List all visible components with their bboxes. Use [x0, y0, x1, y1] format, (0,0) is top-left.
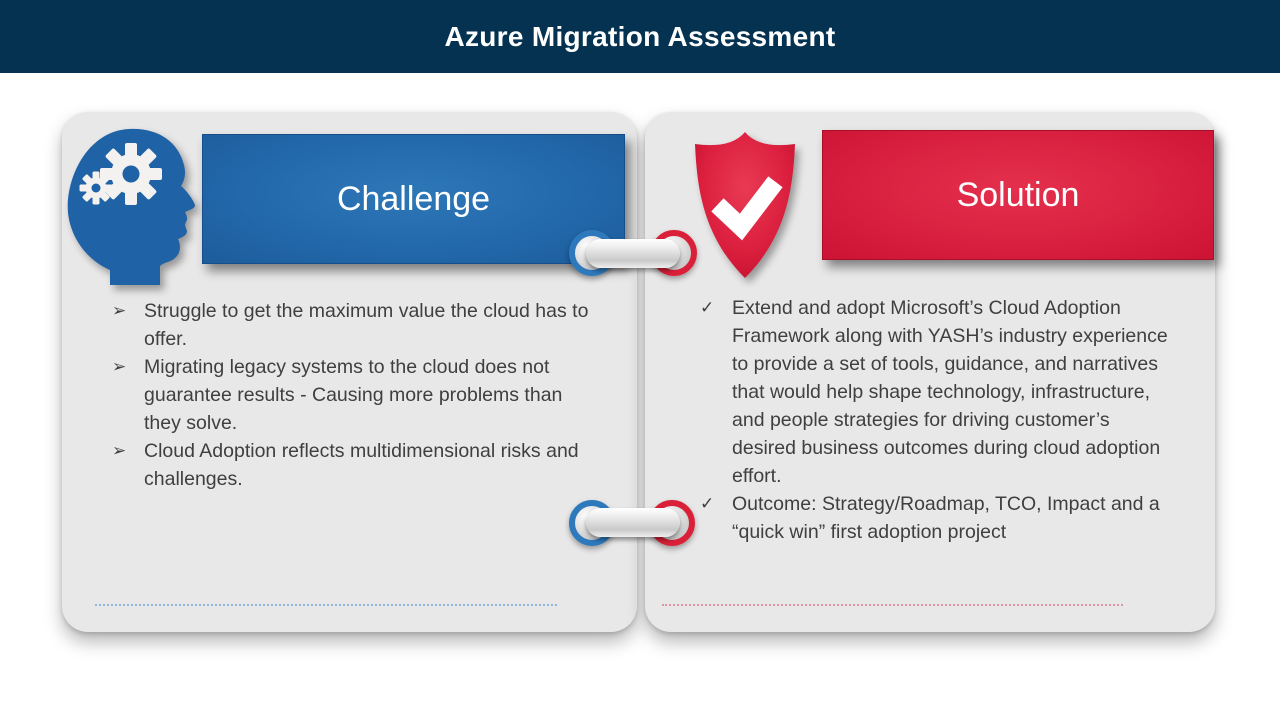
- list-item: ➢ Struggle to get the maximum value the …: [112, 297, 597, 353]
- bullet-text: Cloud Adoption reflects multidimensional…: [144, 440, 579, 490]
- arrow-bullet-icon: ➢: [112, 301, 127, 320]
- bullet-text: Struggle to get the maximum value the cl…: [144, 300, 589, 350]
- list-item: ➢ Cloud Adoption reflects multidimension…: [112, 437, 597, 493]
- challenge-banner-label: Challenge: [336, 179, 491, 218]
- solution-banner-label: Solution: [956, 175, 1080, 214]
- solution-bullet-list: ✓ Extend and adopt Microsoft’s Cloud Ado…: [700, 294, 1178, 546]
- list-item: ➢ Migrating legacy systems to the cloud …: [112, 353, 597, 437]
- page-title: Azure Migration Assessment: [444, 20, 836, 52]
- bullet-text: Migrating legacy systems to the cloud do…: [144, 356, 563, 434]
- solution-card: Solution ✓ Extend and adopt Microsoft’s …: [645, 112, 1215, 632]
- small-gear: [79, 171, 113, 205]
- list-item: ✓ Extend and adopt Microsoft’s Cloud Ado…: [700, 294, 1178, 490]
- arrow-bullet-icon: ➢: [112, 441, 127, 460]
- challenge-bullet-list: ➢ Struggle to get the maximum value the …: [112, 297, 597, 493]
- large-gear: [100, 143, 162, 205]
- bullet-text: Outcome: Strategy/Roadmap, TCO, Impact a…: [732, 493, 1160, 543]
- slide-header: Azure Migration Assessment: [0, 0, 1280, 73]
- arrow-bullet-icon: ➢: [112, 357, 127, 376]
- check-bullet-icon: ✓: [700, 298, 715, 317]
- check-bullet-icon: ✓: [700, 494, 715, 513]
- head-gears-icon: [67, 128, 196, 285]
- shield-check-icon: [695, 132, 795, 278]
- link-bar-icon: [586, 239, 680, 268]
- challenge-divider: [95, 604, 557, 606]
- bullet-text: Extend and adopt Microsoft’s Cloud Adopt…: [732, 297, 1168, 487]
- link-bar-icon: [586, 508, 680, 537]
- challenge-card: Challenge ➢ Struggle to get the maximum …: [62, 112, 637, 632]
- challenge-banner: Challenge: [202, 134, 625, 264]
- solution-divider: [662, 604, 1123, 606]
- list-item: ✓ Outcome: Strategy/Roadmap, TCO, Impact…: [700, 490, 1178, 546]
- solution-banner: Solution: [822, 130, 1214, 260]
